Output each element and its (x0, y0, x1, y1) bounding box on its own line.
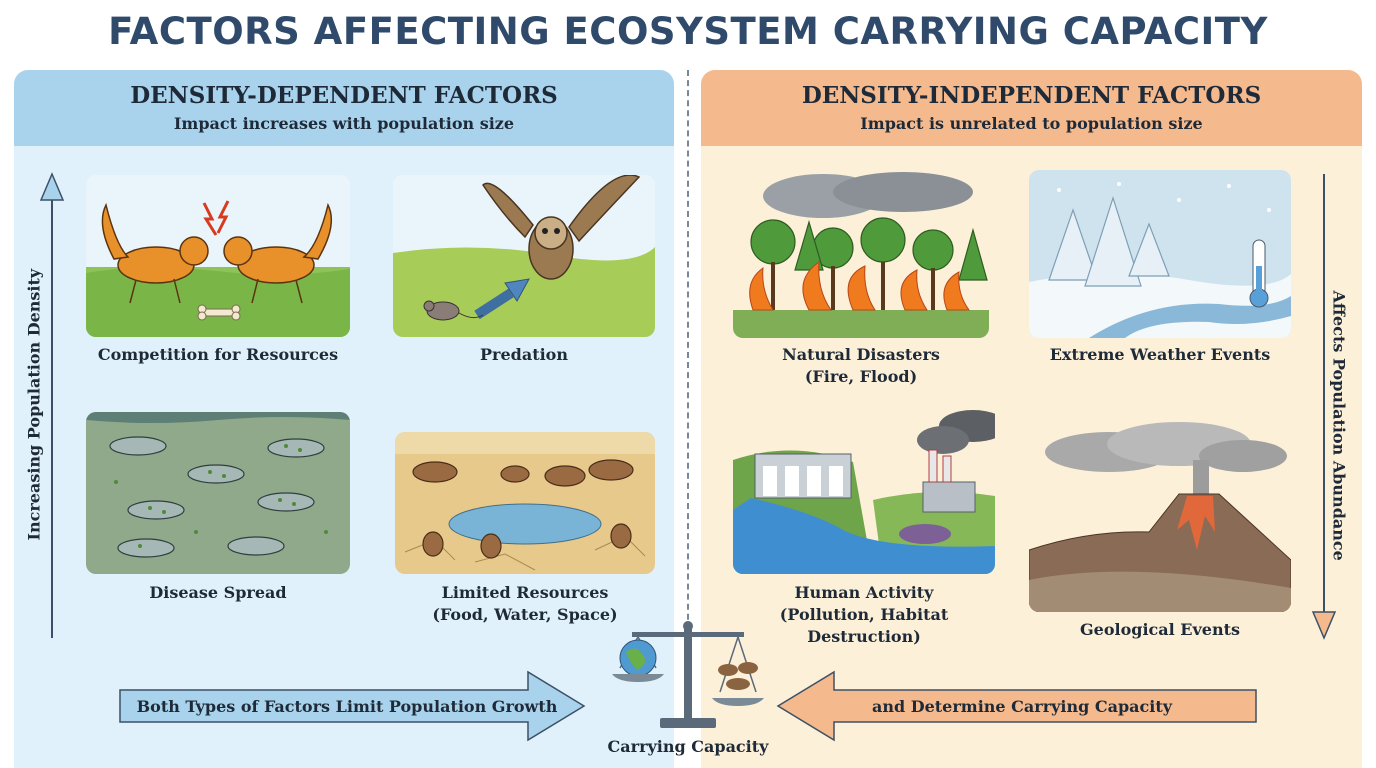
density-dependent-title: DENSITY-DEPENDENT FACTORS (130, 82, 558, 109)
density-dependent-header: DENSITY-DEPENDENT FACTORS Impact increas… (14, 70, 674, 146)
right-banner-arrow (776, 670, 1257, 742)
abundance-down-arrow (1311, 174, 1337, 640)
natural-disasters-label: Natural Disasters (Fire, Flood) (733, 344, 989, 388)
extreme-weather-illustration (1029, 170, 1291, 338)
predation-illustration (393, 175, 655, 337)
panel-divider (687, 70, 689, 650)
extreme-weather-label: Extreme Weather Events (1049, 345, 1271, 364)
limited-resources-label: Limited Resources (Food, Water, Space) (395, 582, 655, 626)
limited-resources-detail: (Food, Water, Space) (432, 605, 618, 624)
page-title: FACTORS AFFECTING ECOSYSTEM CARRYING CAP… (108, 10, 1268, 53)
density-up-arrow (39, 172, 65, 638)
carrying-capacity-label: Carrying Capacity (607, 737, 769, 756)
human-activity-label: Human Activity (Pollution, Habitat Destr… (733, 582, 995, 648)
disease-spread-label: Disease Spread (149, 583, 287, 602)
natural-disasters-illustration (733, 170, 989, 338)
natural-disasters-title: Natural Disasters (782, 345, 940, 364)
competition-illustration (86, 175, 350, 337)
disease-spread-illustration (86, 412, 350, 574)
density-dependent-subtitle: Impact increases with population size (173, 114, 515, 133)
human-activity-illustration (733, 400, 995, 574)
limited-resources-illustration (395, 432, 655, 574)
left-banner-text: Both Types of Factors Limit Population G… (136, 697, 558, 716)
density-axis-label: Increasing Population Density (24, 268, 44, 541)
left-banner-arrow (119, 670, 586, 742)
competition-label: Competition for Resources (97, 345, 339, 364)
geological-events-label: Geological Events (1080, 620, 1240, 639)
density-independent-header: DENSITY-INDEPENDENT FACTORS Impact is un… (701, 70, 1362, 146)
human-activity-detail: (Pollution, Habitat Destruction) (779, 605, 949, 646)
balance-scale-icon (612, 621, 764, 728)
human-activity-title: Human Activity (794, 583, 934, 602)
predation-label: Predation (480, 345, 568, 364)
abundance-axis-label: Affects Population Abundance (1329, 290, 1349, 561)
geological-events-illustration (1029, 420, 1291, 612)
natural-disasters-detail: (Fire, Flood) (804, 367, 918, 386)
right-banner-text: and Determine Carrying Capacity (871, 697, 1173, 716)
limited-resources-title: Limited Resources (441, 583, 609, 602)
density-independent-subtitle: Impact is unrelated to population size (860, 114, 1203, 133)
density-independent-title: DENSITY-INDEPENDENT FACTORS (801, 82, 1262, 109)
